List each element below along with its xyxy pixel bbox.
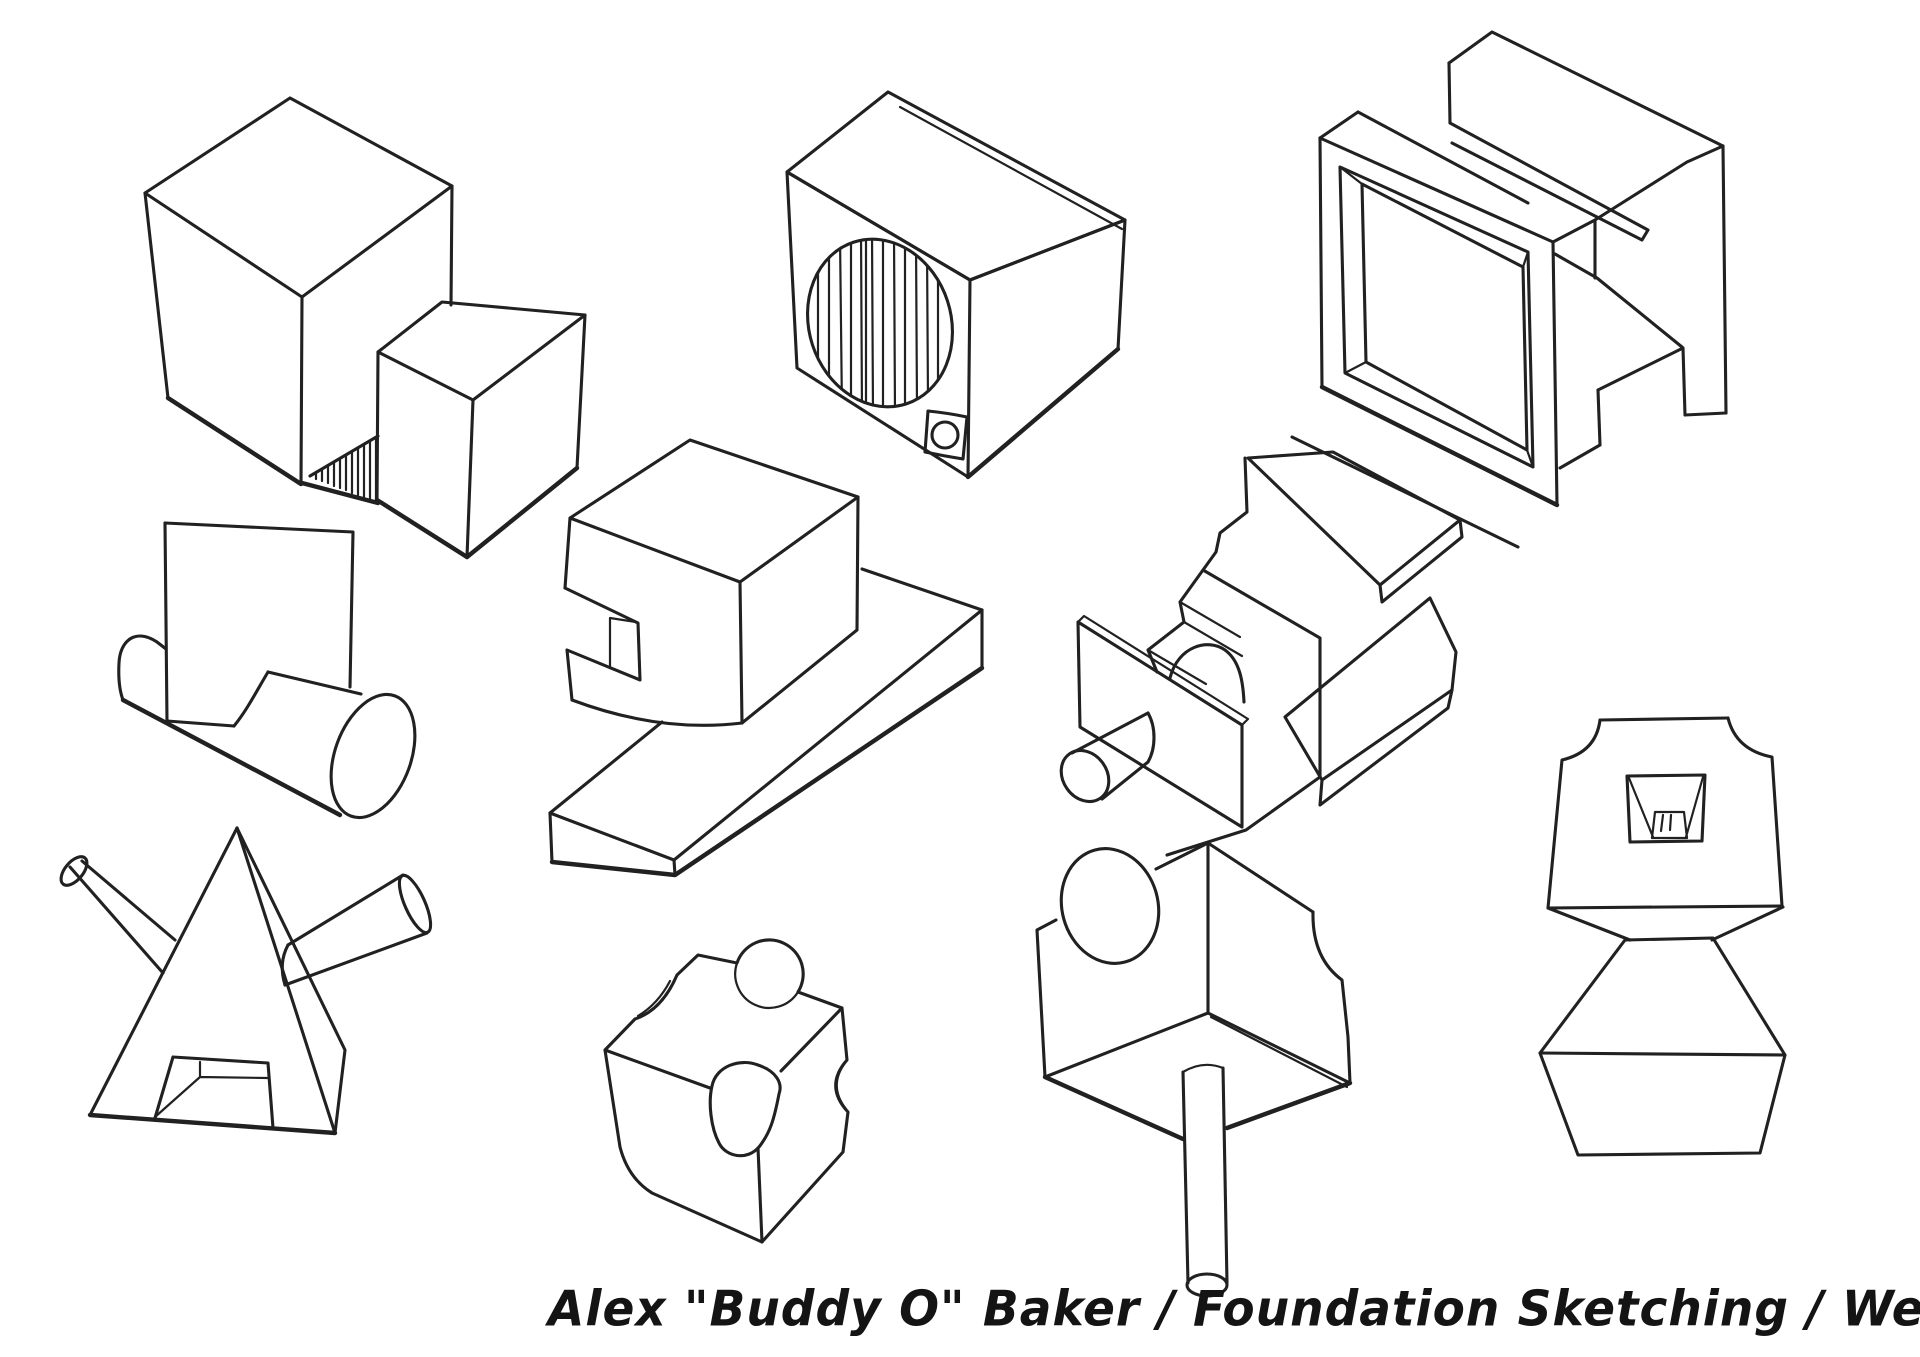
sketch-cylinder-card	[117, 521, 417, 820]
sketch-tv-lampshade	[1538, 716, 1787, 1157]
sketch-interlocking-cubes	[143, 96, 587, 560]
sketch-frame-bracket	[1290, 30, 1728, 549]
sketch-notched-cube-plank	[548, 438, 985, 878]
sketch-cube-sphere-rod	[1035, 841, 1353, 1298]
caption: Alex "Buddy O" Baker / Foundation Sketch…	[548, 1280, 1920, 1339]
sketch-speaker-box	[785, 90, 1127, 480]
sketch-pyramid-rod	[59, 826, 433, 1136]
sketch-stepped-machine	[1059, 450, 1464, 857]
sketch-cheese-cube	[603, 938, 850, 1244]
